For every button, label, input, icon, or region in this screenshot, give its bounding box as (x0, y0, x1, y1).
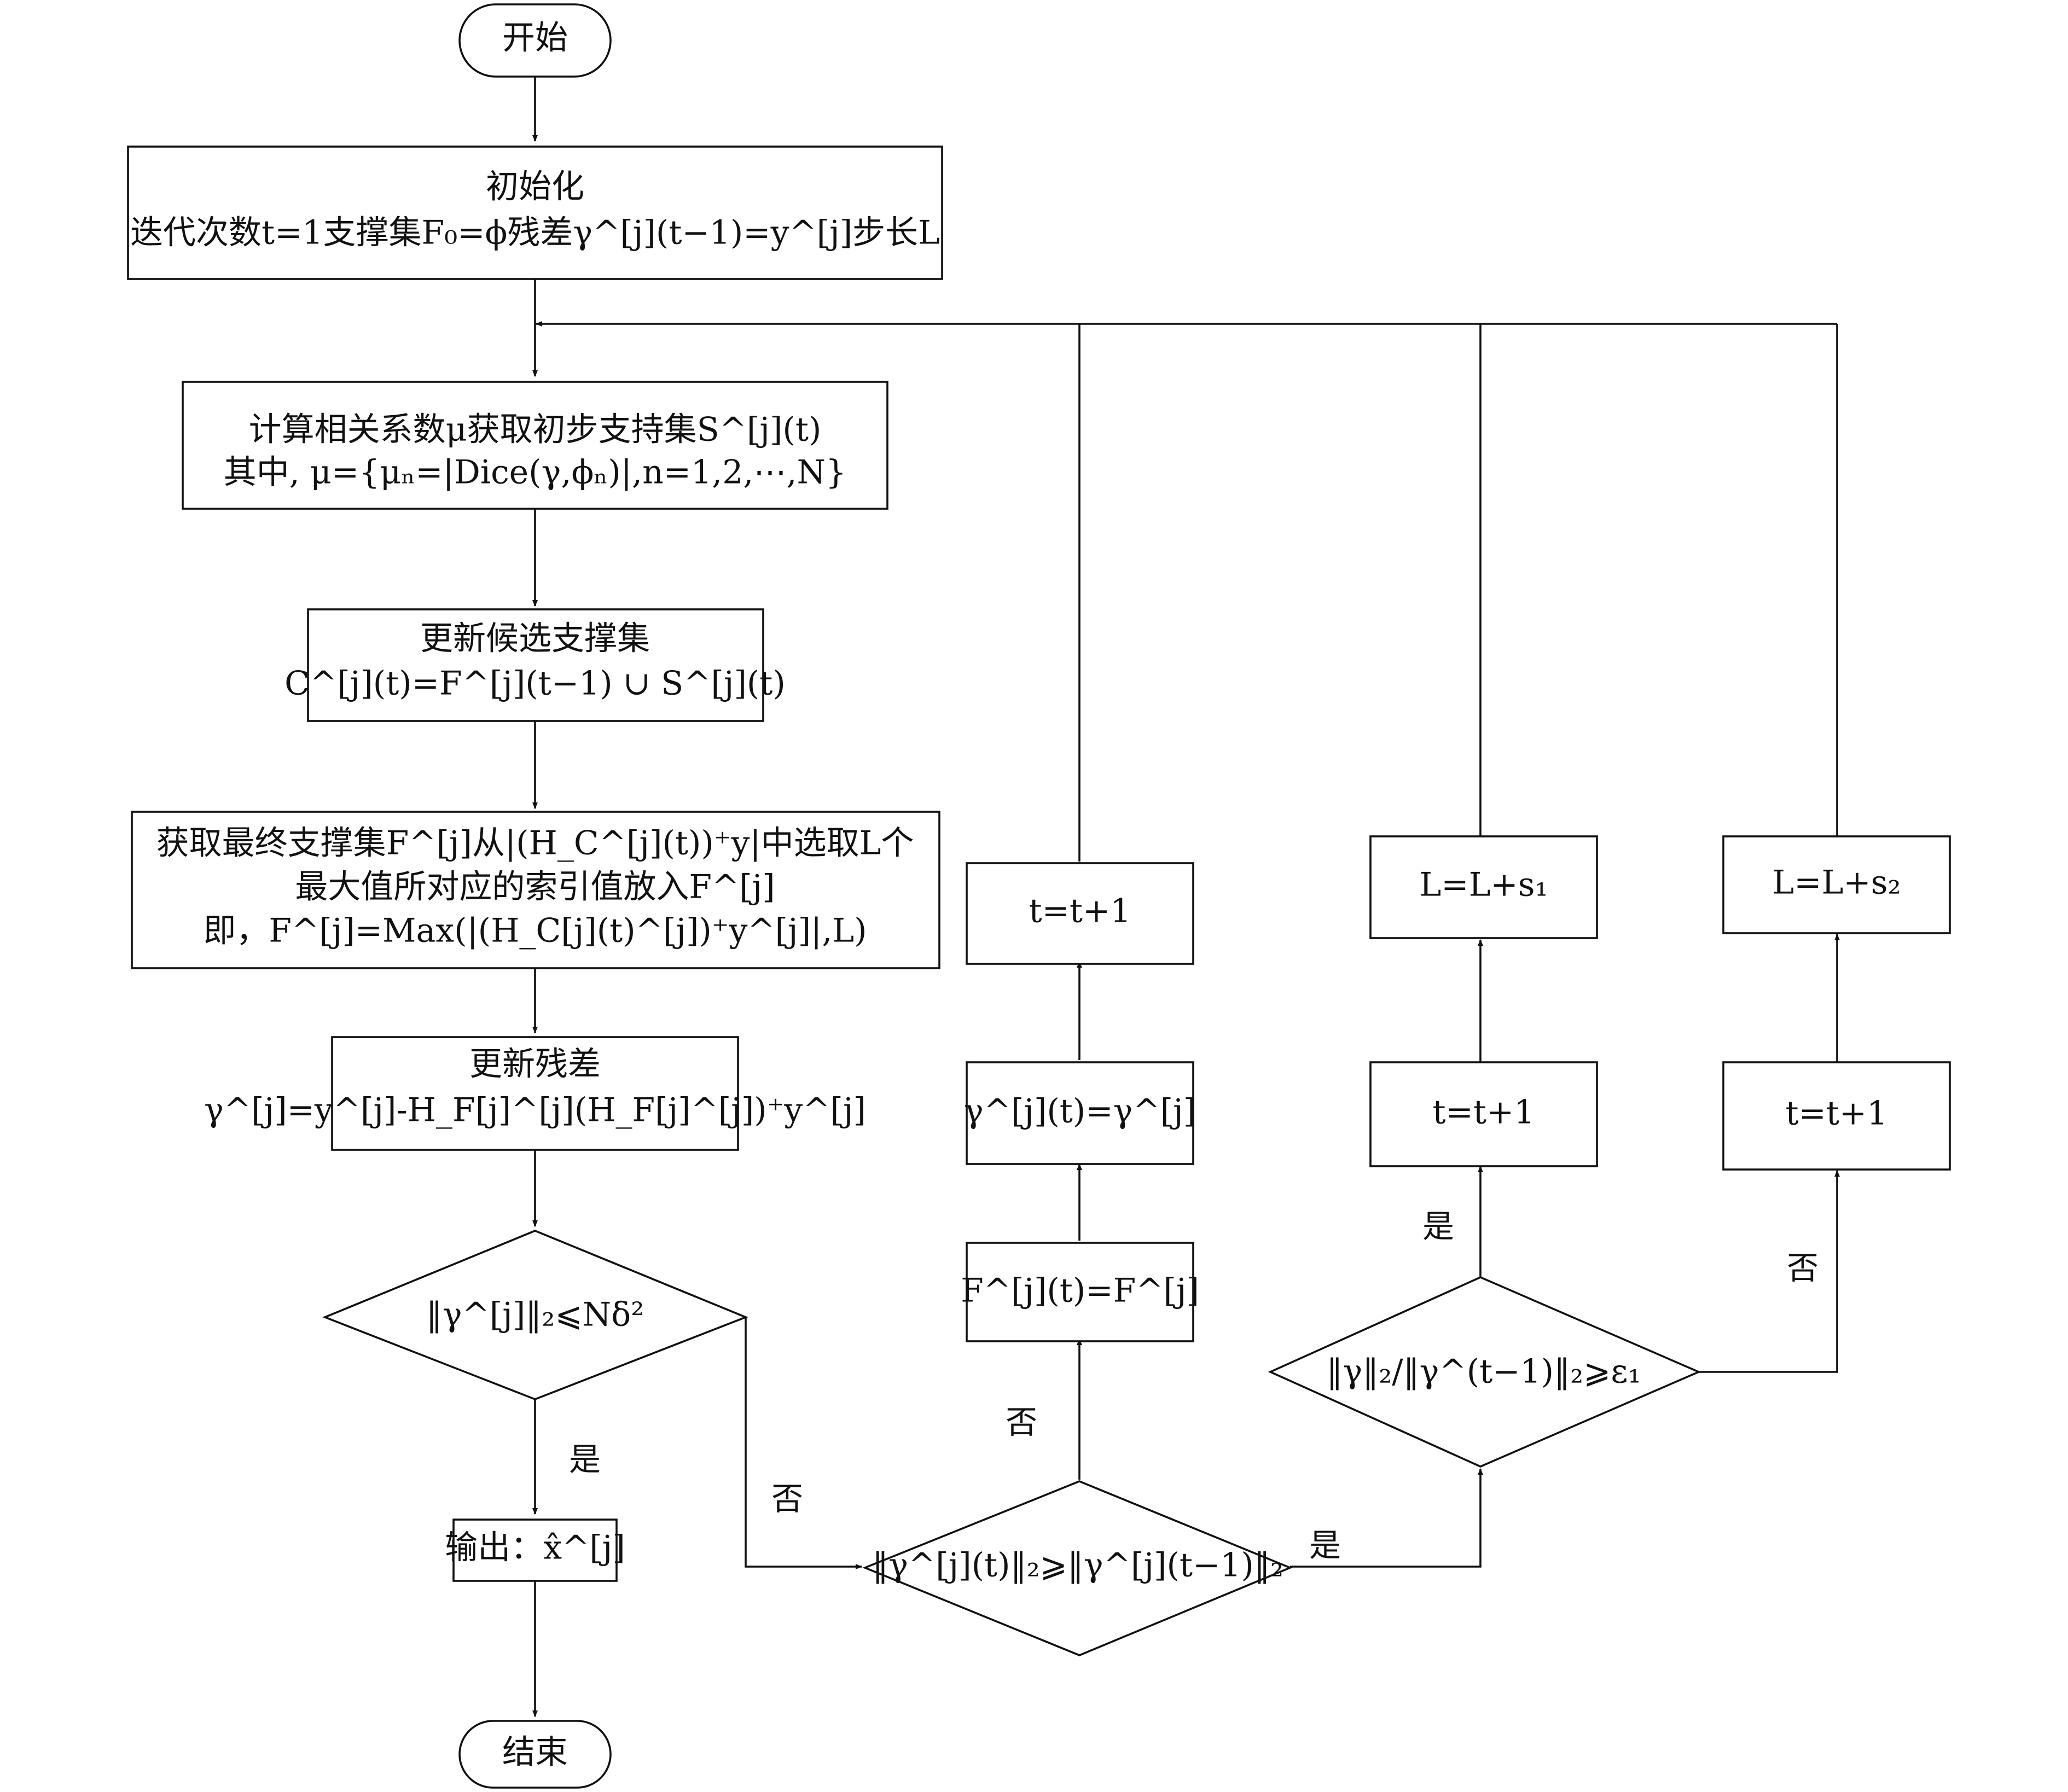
residual-node: 更新残差 γ^[j]=y^[j]-H_F[j]^[j](H_F[j]^[j])⁺… (204, 1036, 866, 1151)
init-title: 初始化 (486, 168, 584, 206)
label-cond3-yes: 是 (1422, 1208, 1454, 1245)
final-support-line2: 最大值所对应的索引值放入F^[j] (295, 868, 775, 906)
start-node: 开始 (458, 3, 612, 78)
decision-1-condition: ‖γ^[j]‖₂⩽Nδ² (426, 1296, 644, 1334)
decision-node-1: ‖γ^[j]‖₂⩽Nδ² (322, 1230, 748, 1400)
edge-labels: 是 否 否 是 是 否 (569, 1208, 1819, 1564)
l-increment-node-1: L=L+s₁ (1369, 835, 1598, 939)
label-cond1-yes: 是 (569, 1441, 601, 1478)
candidate-formula: C^[j](t)=F^[j](t−1) ∪ S^[j](t) (284, 665, 786, 703)
init-node: 初始化 迭代次数t=1支撑集F₀=ϕ残差γ^[j](t−1)=y^[j]步长L (127, 146, 943, 280)
edge-cond3-tinc3-no (1699, 1170, 1840, 1373)
edges (532, 77, 1840, 1717)
corr-node: 计算相关系数μ获取初步支持集S^[j](t) 其中, μ={μₙ=|Dice(γ… (182, 381, 888, 510)
residual-title: 更新残差 (469, 1045, 601, 1084)
decision-node-3: ‖γ‖₂/‖γ^(t−1)‖₂⩾ε₁ (1268, 1276, 1701, 1468)
update-f-node: F^[j](t)=F^[j] (961, 1242, 1199, 1342)
l-increment-node-2: L=L+s₂ (1722, 835, 1951, 934)
label-cond3-no: 否 (1787, 1249, 1819, 1287)
final-support-line3: 即，F^[j]=Max(|(H_C[j](t)^[j])⁺y^[j]|,L) (203, 912, 867, 950)
output-label: 输出：x̂^[j] (445, 1529, 625, 1567)
t-increment-3-label: t=t+1 (1786, 1095, 1888, 1133)
update-gamma-node: γ^[j](t)=γ^[j] (964, 1061, 1196, 1165)
corr-formula: 其中, μ={μₙ=|Dice(γ,ϕₙ)|,n=1,2,⋯,N} (224, 453, 846, 492)
update-f-label: F^[j](t)=F^[j] (961, 1272, 1199, 1310)
update-gamma-label: γ^[j](t)=γ^[j] (964, 1092, 1196, 1131)
init-params: 迭代次数t=1支撑集F₀=ϕ残差γ^[j](t−1)=y^[j]步长L (130, 214, 940, 252)
t-increment-1-label: t=t+1 (1029, 892, 1131, 930)
residual-formula: γ^[j]=y^[j]-H_F[j]^[j](H_F[j]^[j])⁺y^[j] (204, 1091, 866, 1130)
final-support-node: 获取最终支撑集F^[j]从|(H_C^[j](t))⁺y|中选取L个 最大值所对… (131, 811, 940, 969)
t-increment-node-3: t=t+1 (1722, 1061, 1951, 1171)
edge-cond2-cond3-yes (1290, 1468, 1483, 1568)
l-increment-1-label: L=L+s₁ (1419, 866, 1548, 904)
t-increment-node-1: t=t+1 (966, 862, 1194, 965)
candidate-title: 更新候选支撑集 (420, 620, 650, 658)
end-node: 结束 (458, 1720, 612, 1789)
output-node: 输出：x̂^[j] (445, 1518, 625, 1582)
decision-node-2: ‖γ^[j](t)‖₂⩾‖γ^[j](t−1)‖₂ (862, 1480, 1293, 1656)
l-increment-2-label: L=L+s₂ (1772, 864, 1901, 902)
candidate-node: 更新候选支撑集 C^[j](t)=F^[j](t−1) ∪ S^[j](t) (284, 608, 786, 722)
decision-2-condition: ‖γ^[j](t)‖₂⩾‖γ^[j](t−1)‖₂ (872, 1546, 1283, 1585)
label-cond1-no: 否 (771, 1480, 803, 1517)
final-support-line1: 获取最终支撑集F^[j]从|(H_C^[j](t))⁺y|中选取L个 (156, 824, 914, 863)
t-increment-2-label: t=t+1 (1433, 1093, 1535, 1132)
t-increment-node-2: t=t+1 (1369, 1061, 1598, 1167)
decision-3-condition: ‖γ‖₂/‖γ^(t−1)‖₂⩾ε₁ (1326, 1353, 1641, 1391)
label-cond2-yes: 是 (1309, 1527, 1341, 1564)
end-label: 结束 (502, 1733, 568, 1772)
label-cond2-no: 否 (1006, 1404, 1037, 1441)
start-label: 开始 (502, 19, 568, 57)
edge-cond1-cond2-no (745, 1317, 862, 1569)
corr-title: 计算相关系数μ获取初步支持集S^[j](t) (249, 411, 822, 449)
